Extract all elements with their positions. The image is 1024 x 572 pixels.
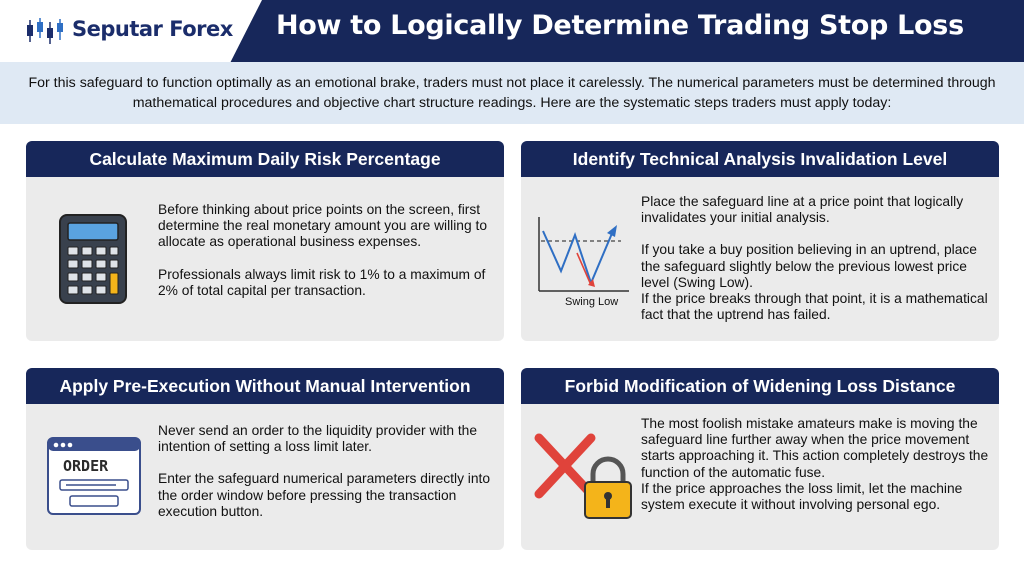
card-execution-paragraph-2: Enter the safeguard numerical parameters… [158, 471, 491, 519]
card-risk-paragraph-2: Professionals always limit risk to 1% to… [158, 266, 486, 298]
swing-low-chart-icon: Swing Low [538, 217, 629, 308]
page-title: How to Logically Determine Trading Stop … [276, 10, 964, 41]
order-label: ORDER [63, 457, 109, 475]
card-risk-body: Before thinking about price points on th… [158, 202, 498, 299]
intro-text: For this safeguard to function optimally… [0, 62, 1024, 124]
card-invalidation: Identify Technical Analysis Invalidation… [521, 141, 999, 341]
card-risk-paragraph-1: Before thinking about price points on th… [158, 202, 487, 250]
card-invalidation-paragraph-1: Place the safeguard line at a price poin… [641, 194, 964, 226]
card-modification-title: Forbid Modification of Widening Loss Dis… [521, 368, 999, 404]
calculator-icon [59, 214, 127, 304]
card-execution-title: Apply Pre-Execution Without Manual Inter… [26, 368, 504, 404]
swing-low-label: Swing Low [565, 296, 618, 308]
card-invalidation-title: Identify Technical Analysis Invalidation… [521, 141, 999, 177]
card-execution-body: Never send an order to the liquidity pro… [158, 423, 498, 520]
card-execution-paragraph-1: Never send an order to the liquidity pro… [158, 423, 478, 455]
brand-logo[interactable]: Seputar Forex [0, 0, 262, 62]
red-x-padlock-icon [534, 433, 632, 519]
order-window-icon: ORDER [47, 437, 141, 515]
card-modification: Forbid Modification of Widening Loss Dis… [521, 368, 999, 550]
card-modification-paragraph-2: If the price approaches the loss limit, … [641, 480, 963, 513]
card-modification-paragraph-1: The most foolish mistake amateurs make i… [641, 416, 989, 480]
card-modification-body: The most foolish mistake amateurs make i… [641, 416, 993, 513]
card-invalidation-body: Place the safeguard line at a price poin… [641, 194, 993, 323]
header-bar: Seputar Forex How to Logically Determine… [0, 0, 1024, 62]
card-invalidation-paragraph-3: If the price breaks through that point, … [641, 291, 988, 323]
card-risk: Calculate Maximum Daily Risk Percentage … [26, 141, 504, 341]
candlestick-icon [27, 18, 63, 44]
card-invalidation-paragraph-2: If you take a buy position believing in … [641, 242, 977, 290]
brand-name: Seputar Forex [72, 17, 233, 41]
card-execution: Apply Pre-Execution Without Manual Inter… [26, 368, 504, 550]
card-risk-title: Calculate Maximum Daily Risk Percentage [26, 141, 504, 177]
